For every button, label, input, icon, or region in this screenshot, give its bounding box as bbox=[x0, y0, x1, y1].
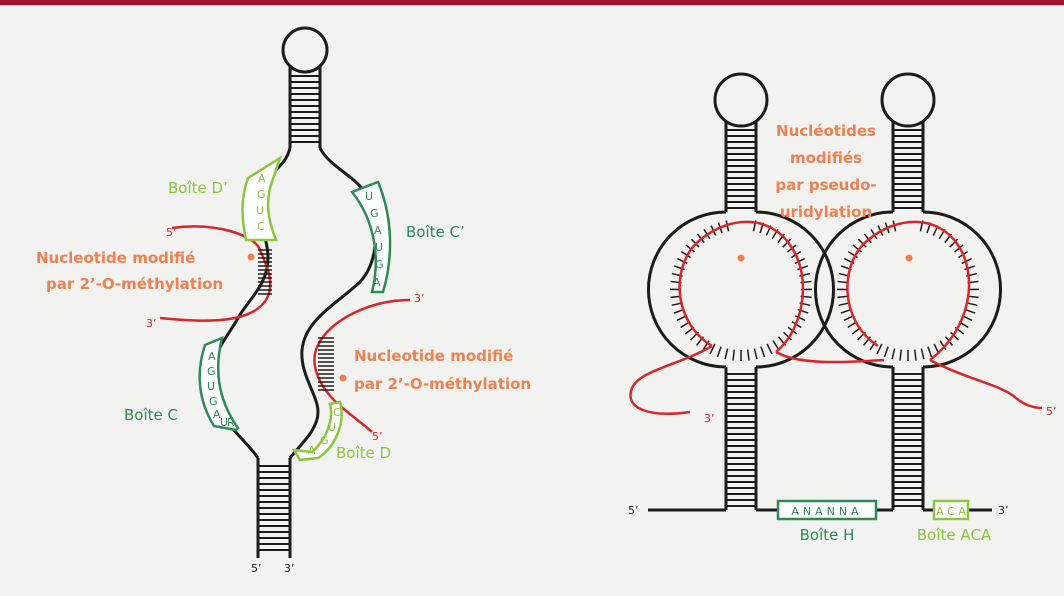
pocket-pair bbox=[761, 347, 765, 357]
pocket-pair bbox=[915, 350, 916, 361]
snorna-5-end: 5’ bbox=[251, 562, 262, 575]
target-5-end-lower: 5’ bbox=[372, 430, 383, 443]
target-rna-3-tail bbox=[630, 346, 712, 414]
box-d-prime-letter: U bbox=[256, 204, 264, 217]
pocket-pair bbox=[884, 347, 888, 357]
pocket-pair bbox=[717, 347, 721, 357]
pseudouridylation-title: Nucléotides modifiés par pseudo- uridyla… bbox=[775, 122, 876, 221]
box-d-prime-letter: C bbox=[257, 220, 265, 233]
pocket-pair bbox=[754, 348, 756, 359]
title-line1: Nucléotides bbox=[776, 122, 876, 140]
box-c-prime-letter: A bbox=[374, 224, 382, 237]
box-c-prime-letter: U bbox=[365, 190, 373, 203]
target-rna-5-tail bbox=[930, 360, 1042, 408]
box-d-prime-label: Boîte D’ bbox=[168, 179, 228, 197]
modified-nucleotide-upper bbox=[248, 254, 255, 261]
pocket-duplex-pairs bbox=[670, 221, 979, 361]
title-line3: par pseudo- bbox=[775, 176, 876, 194]
box-aca-sequence: A C A bbox=[936, 505, 966, 518]
pseudouridine-site-1 bbox=[738, 255, 745, 262]
mod-label-lower-line1: Nucleotide modifié bbox=[354, 347, 513, 365]
pocket1-outer-right bbox=[756, 212, 834, 367]
target-3-end-upper: 3’ bbox=[146, 317, 157, 330]
mod-label-lower-line2: par 2’-O-méthylation bbox=[354, 375, 531, 393]
apical-loop bbox=[283, 28, 327, 72]
box-aca-label: Boîte ACA bbox=[917, 526, 992, 544]
pocket1-outer-left bbox=[648, 212, 726, 367]
bottom-stem-pairs bbox=[258, 466, 290, 550]
box-c-label: Boîte C bbox=[124, 406, 178, 424]
box-c-prime-letter: A bbox=[373, 276, 381, 289]
box-d-letter: C bbox=[333, 406, 341, 419]
haca-snorna: ANANNA Boîte H A C A Boîte ACA Nucléotid… bbox=[628, 74, 1057, 544]
modified-nucleotide-lower bbox=[340, 375, 347, 382]
snorna-3-end: 3’ bbox=[284, 562, 295, 575]
pocket-pair bbox=[748, 350, 749, 361]
box-d-letter: G bbox=[320, 434, 329, 447]
box-h-sequence: ANANNA bbox=[791, 505, 862, 518]
target-rna-pocket2 bbox=[847, 222, 969, 360]
snorna-5-end: 5’ bbox=[628, 504, 639, 517]
pocket-pair bbox=[928, 347, 932, 357]
title-line2: modifiés bbox=[790, 149, 862, 167]
target-3-end: 3’ bbox=[704, 412, 715, 425]
box-c-letter: G bbox=[209, 395, 218, 408]
cd-snorna: A G U C Boîte D’ U G A U G A Boîte C’ A … bbox=[36, 28, 531, 575]
pocket-pair bbox=[767, 344, 772, 354]
top-stem-pairs bbox=[290, 76, 320, 142]
hairpin2-apical-loop bbox=[882, 74, 934, 126]
pocket2-outer-left bbox=[815, 212, 893, 367]
box-c-prime-letter: G bbox=[375, 258, 384, 271]
box-c-letter: A bbox=[208, 350, 216, 363]
pocket-pair bbox=[921, 348, 923, 359]
target-5-end-upper: 5’ bbox=[166, 226, 177, 239]
pocket-pair bbox=[892, 348, 894, 359]
box-c-letter: G bbox=[207, 365, 216, 378]
box-d-label: Boîte D bbox=[336, 444, 391, 462]
snorna-3-end: 3’ bbox=[998, 504, 1009, 517]
pseudouridine-site-2 bbox=[906, 255, 913, 262]
target-3-end-lower: 3’ bbox=[414, 292, 425, 305]
mod-label-upper-line2: par 2’-O-méthylation bbox=[46, 275, 223, 293]
lower-guide-duplex bbox=[318, 338, 334, 390]
mod-label-upper-line1: Nucleotide modifié bbox=[36, 249, 195, 267]
box-c-letter: U bbox=[207, 380, 215, 393]
box-c-prime-letter: U bbox=[375, 241, 383, 254]
target-5-end: 5’ bbox=[1046, 405, 1057, 418]
pocket-pair bbox=[733, 350, 734, 361]
pocket-pair bbox=[725, 348, 727, 359]
box-h-label: Boîte H bbox=[800, 526, 855, 544]
box-d-letter: A bbox=[308, 444, 316, 457]
pocket-pair bbox=[900, 350, 901, 361]
box-d-letter: U bbox=[328, 421, 336, 434]
box-d-prime-letter: A bbox=[258, 172, 266, 185]
box-d-prime-letter: G bbox=[257, 188, 266, 201]
pocket2-outer-right bbox=[923, 212, 1001, 367]
target-rna-link bbox=[776, 352, 884, 362]
box-c-prime-label: Boîte C’ bbox=[406, 223, 465, 241]
box-c-letter: R bbox=[227, 416, 235, 429]
hairpin1-apical-loop bbox=[715, 74, 767, 126]
title-line4: uridylation bbox=[780, 203, 872, 221]
box-c-prime-letter: G bbox=[370, 207, 379, 220]
